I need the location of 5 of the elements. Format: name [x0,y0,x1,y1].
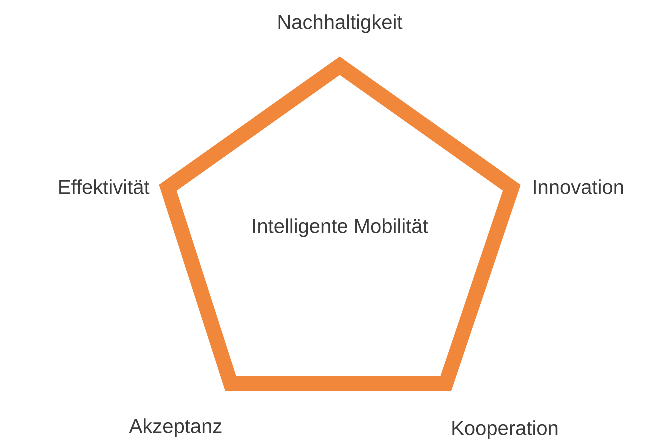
vertex-label: Nachhaltigkeit [278,14,403,34]
vertex-label: Kooperation [452,420,558,440]
vertex-label: Effektivität [60,180,150,194]
vertex-label: Akzeptanz [129,418,222,438]
vertex-label: Innovation [534,180,624,194]
